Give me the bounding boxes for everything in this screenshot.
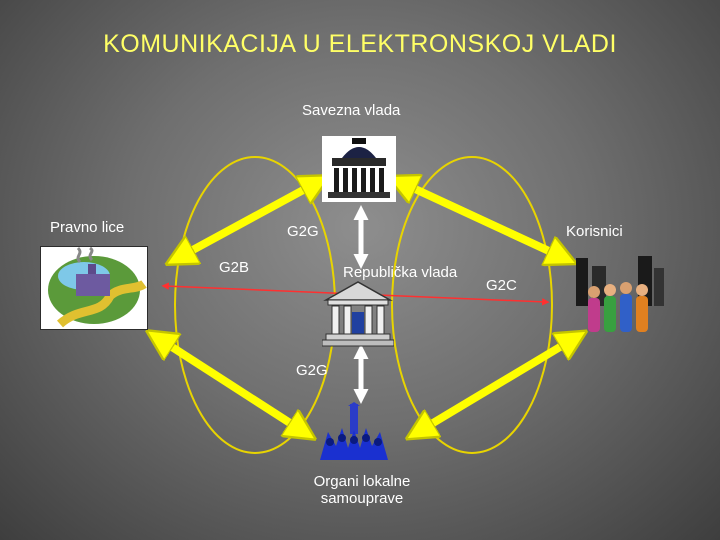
legal-entity-label: Pravno lice xyxy=(50,219,125,236)
arrow-legal-entity-local xyxy=(158,338,304,432)
g2g-bottom-label: G2G xyxy=(296,362,328,379)
arrow-users-local xyxy=(418,338,575,432)
g2c-label: G2C xyxy=(486,277,517,294)
g2b-label: G2B xyxy=(219,259,250,276)
local-self-government-icon xyxy=(320,402,388,460)
republic-government-icon xyxy=(322,281,394,347)
local-government-label-line1: Organi lokalne xyxy=(313,473,411,490)
legal-entity-icon xyxy=(40,246,148,330)
federal-government-icon xyxy=(322,136,396,202)
arrow-federal-users xyxy=(400,182,564,258)
left-relationship-loop xyxy=(174,156,336,454)
right-relationship-loop xyxy=(391,156,553,454)
users-icon xyxy=(576,256,664,332)
g2g-top-label: G2G xyxy=(287,223,319,240)
arrow-federal-legal-entity xyxy=(178,182,318,258)
local-government-label: Organi lokalne samouprave xyxy=(292,473,432,507)
republic-government-label: Republička vlada xyxy=(343,264,458,281)
local-government-label-line2: samouprave xyxy=(320,490,404,507)
users-label: Korisnici xyxy=(566,223,623,240)
slide-title: KOMUNIKACIJA U ELEKTRONSKOJ VLADI xyxy=(103,30,617,58)
federal-government-label: Savezna vlada xyxy=(302,102,401,119)
